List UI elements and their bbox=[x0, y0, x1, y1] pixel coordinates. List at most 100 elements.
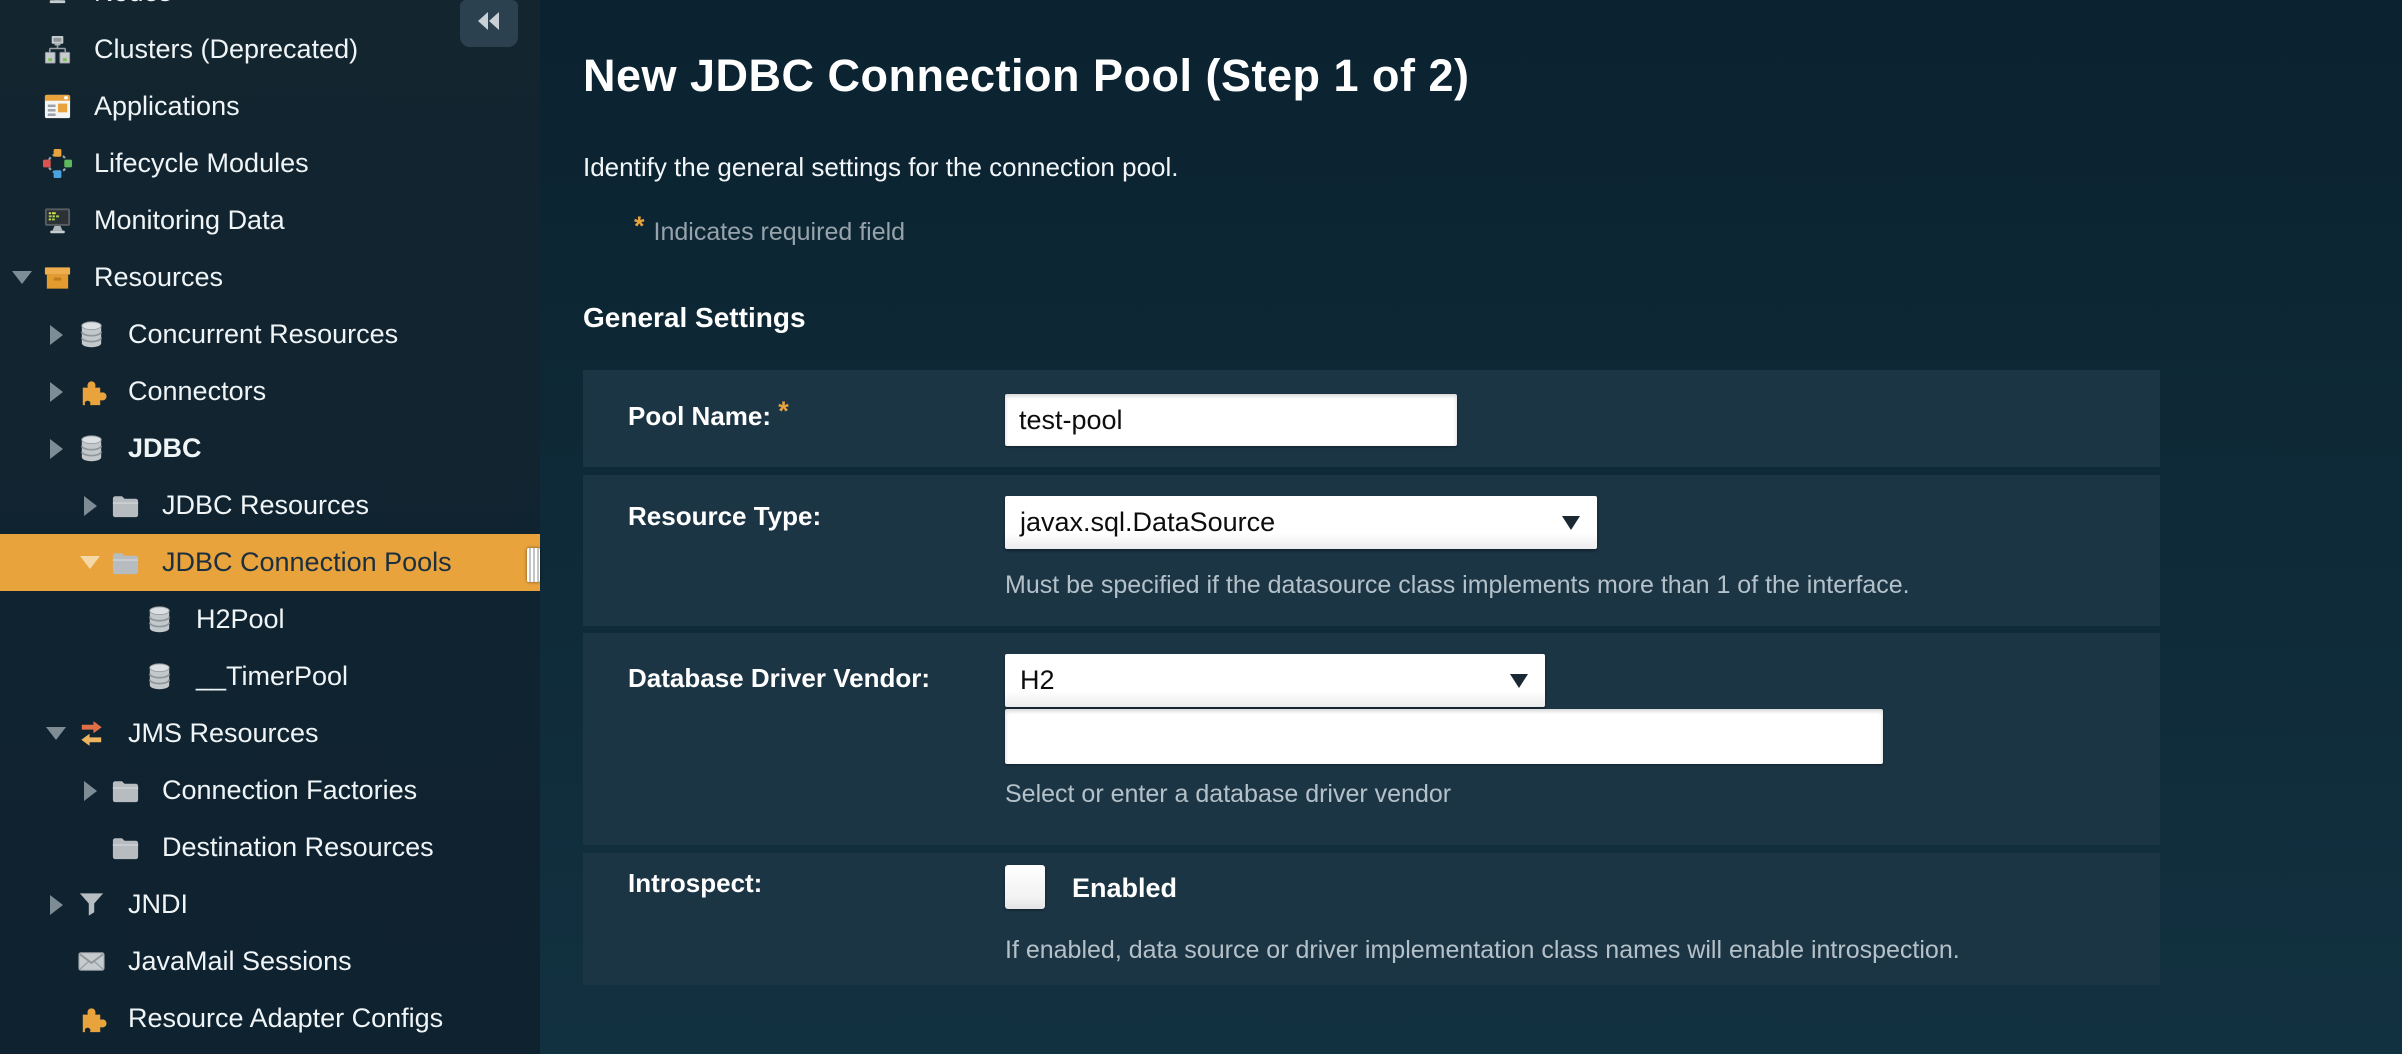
form-row-pool-name: Pool Name: * bbox=[583, 370, 2160, 467]
lifecycle-icon bbox=[40, 147, 74, 181]
tree-item-timerpool[interactable]: __TimerPool bbox=[0, 648, 540, 705]
section-heading-general-settings: General Settings bbox=[583, 302, 806, 333]
collapse-double-left-arrow-icon bbox=[474, 9, 504, 38]
folder-icon bbox=[108, 546, 142, 580]
tree-item-h2pool[interactable]: H2Pool bbox=[0, 591, 540, 648]
database-icon bbox=[74, 318, 108, 352]
navigation-sidebar: NodesClusters (Deprecated) ApplicationsLi… bbox=[0, 0, 540, 1054]
resources-box-icon bbox=[40, 261, 74, 295]
tree-item-label: Clusters (Deprecated) bbox=[94, 34, 359, 64]
tree-item-jndi[interactable]: JNDI bbox=[0, 876, 540, 933]
driver-vendor-select[interactable]: H2 bbox=[1005, 654, 1545, 707]
nodes-icon bbox=[40, 0, 74, 10]
tree-item-label: Lifecycle Modules bbox=[94, 148, 309, 178]
tree-item-label: Resource Adapter Configs bbox=[128, 1003, 444, 1033]
navigation-tree-list: NodesClusters (Deprecated) ApplicationsLi… bbox=[0, 0, 540, 1047]
tree-item-label: Connectors bbox=[128, 376, 267, 406]
form-row-resource-type: Resource Type: javax.sql.DataSource Must… bbox=[583, 475, 2160, 626]
tree-item-label: Destination Resources bbox=[162, 832, 434, 862]
form-row-introspect: Introspect: Enabled If enabled, data sou… bbox=[583, 853, 2160, 985]
tree-expander-right-icon[interactable] bbox=[74, 780, 106, 801]
tree-expander-right-icon[interactable] bbox=[40, 381, 72, 402]
introspect-helper-text: If enabled, data source or driver implem… bbox=[1005, 936, 1960, 964]
clusters-icon bbox=[40, 33, 74, 67]
page-intro: Identify the general settings for the co… bbox=[583, 152, 1179, 182]
sidebar-resize-handle[interactable] bbox=[527, 548, 540, 582]
tree-expander-right-icon[interactable] bbox=[40, 894, 72, 915]
tree-item-jdbc-resources[interactable]: JDBC Resources bbox=[0, 477, 540, 534]
tree-expander-right-icon[interactable] bbox=[40, 438, 72, 459]
form-row-driver-vendor: Database Driver Vendor: H2 Select or ent… bbox=[583, 633, 2160, 845]
tree-item-jdbc-connection-pools[interactable]: JDBC Connection Pools bbox=[0, 534, 540, 591]
introspect-checkbox-label: Enabled bbox=[1072, 873, 1178, 903]
tree-item-label: Applications bbox=[94, 91, 240, 121]
jms-arrows-icon bbox=[74, 717, 108, 751]
tree-item-label: JMS Resources bbox=[128, 718, 319, 748]
required-asterisk: * bbox=[634, 211, 645, 241]
tree-expander-down-icon[interactable] bbox=[74, 556, 106, 569]
tree-item-label: Connection Factories bbox=[162, 775, 418, 805]
connector-puzzle-icon bbox=[74, 1002, 108, 1036]
applications-icon bbox=[40, 90, 74, 124]
tree-item-label: Concurrent Resources bbox=[128, 319, 399, 349]
tree-item-label: JavaMail Sessions bbox=[128, 946, 352, 976]
tree-item-javamail-sessions[interactable]: JavaMail Sessions bbox=[0, 933, 540, 990]
tree-item-connection-factories[interactable]: Connection Factories bbox=[0, 762, 540, 819]
introspect-enabled-checkbox[interactable] bbox=[1005, 865, 1045, 909]
tree-item-label: Nodes bbox=[94, 0, 172, 8]
pool-name-input[interactable] bbox=[1005, 394, 1457, 446]
tree-item-clusters-deprecated[interactable]: Clusters (Deprecated) bbox=[0, 21, 540, 78]
tree-item-jms-resources[interactable]: JMS Resources bbox=[0, 705, 540, 762]
introspect-label: Introspect: bbox=[628, 868, 763, 898]
database-icon bbox=[74, 432, 108, 466]
connector-puzzle-icon bbox=[74, 375, 108, 409]
tree-item-concurrent-resources[interactable]: Concurrent Resources bbox=[0, 306, 540, 363]
folder-icon bbox=[108, 831, 142, 865]
tree-item-nodes[interactable]: Nodes bbox=[0, 0, 540, 21]
main-content: New JDBC Connection Pool (Step 1 of 2) I… bbox=[540, 0, 2402, 1054]
pool-name-label: Pool Name: * bbox=[628, 396, 789, 431]
tree-item-lifecycle-modules[interactable]: Lifecycle Modules bbox=[0, 135, 540, 192]
filter-funnel-icon bbox=[74, 888, 108, 922]
tree-item-label: Resources bbox=[94, 262, 224, 292]
chevron-down-icon bbox=[1562, 516, 1580, 530]
tree-expander-right-icon[interactable] bbox=[40, 324, 72, 345]
folder-icon bbox=[108, 489, 142, 523]
driver-vendor-selected-value: H2 bbox=[1020, 665, 1055, 695]
tree-expander-right-icon[interactable] bbox=[74, 495, 106, 516]
page-title: New JDBC Connection Pool (Step 1 of 2) bbox=[583, 50, 1470, 101]
chevron-down-icon bbox=[1510, 674, 1528, 688]
required-asterisk: * bbox=[778, 396, 789, 426]
tree-expander-down-icon[interactable] bbox=[40, 727, 72, 740]
tree-item-label: __TimerPool bbox=[196, 661, 349, 691]
resource-type-selected-value: javax.sql.DataSource bbox=[1020, 507, 1276, 537]
tree-item-monitoring-data[interactable]: Monitoring Data bbox=[0, 192, 540, 249]
driver-vendor-label: Database Driver Vendor: bbox=[628, 663, 931, 693]
resource-type-helper-text: Must be specified if the datasource clas… bbox=[1005, 571, 1910, 599]
database-icon bbox=[142, 660, 176, 694]
tree-item-connectors[interactable]: Connectors bbox=[0, 363, 540, 420]
monitoring-icon bbox=[40, 204, 74, 238]
tree-item-jdbc[interactable]: JDBC bbox=[0, 420, 540, 477]
tree-item-resource-adapter-configs[interactable]: Resource Adapter Configs bbox=[0, 990, 540, 1047]
driver-vendor-input[interactable] bbox=[1005, 709, 1883, 764]
tree-item-label: H2Pool bbox=[196, 604, 285, 634]
tree-expander-down-icon[interactable] bbox=[6, 271, 38, 284]
tree-item-destination-resources[interactable]: Destination Resources bbox=[0, 819, 540, 876]
resource-type-select[interactable]: javax.sql.DataSource bbox=[1005, 496, 1597, 549]
tree-item-label: JDBC bbox=[128, 433, 202, 463]
mail-envelope-icon bbox=[74, 945, 108, 979]
tree-item-label: Monitoring Data bbox=[94, 205, 285, 235]
tree-item-label: JDBC Connection Pools bbox=[162, 547, 452, 577]
resource-type-label: Resource Type: bbox=[628, 501, 822, 531]
tree-item-label: JDBC Resources bbox=[162, 490, 370, 520]
tree-item-label: JNDI bbox=[128, 889, 188, 919]
database-icon bbox=[142, 603, 176, 637]
tree-item-applications[interactable]: Applications bbox=[0, 78, 540, 135]
tree-item-resources[interactable]: Resources bbox=[0, 249, 540, 306]
sidebar-collapse-button[interactable] bbox=[460, 0, 518, 47]
required-note-text: Indicates required field bbox=[653, 218, 906, 246]
driver-vendor-helper-text: Select or enter a database driver vendor bbox=[1005, 780, 1452, 808]
folder-icon bbox=[108, 774, 142, 808]
